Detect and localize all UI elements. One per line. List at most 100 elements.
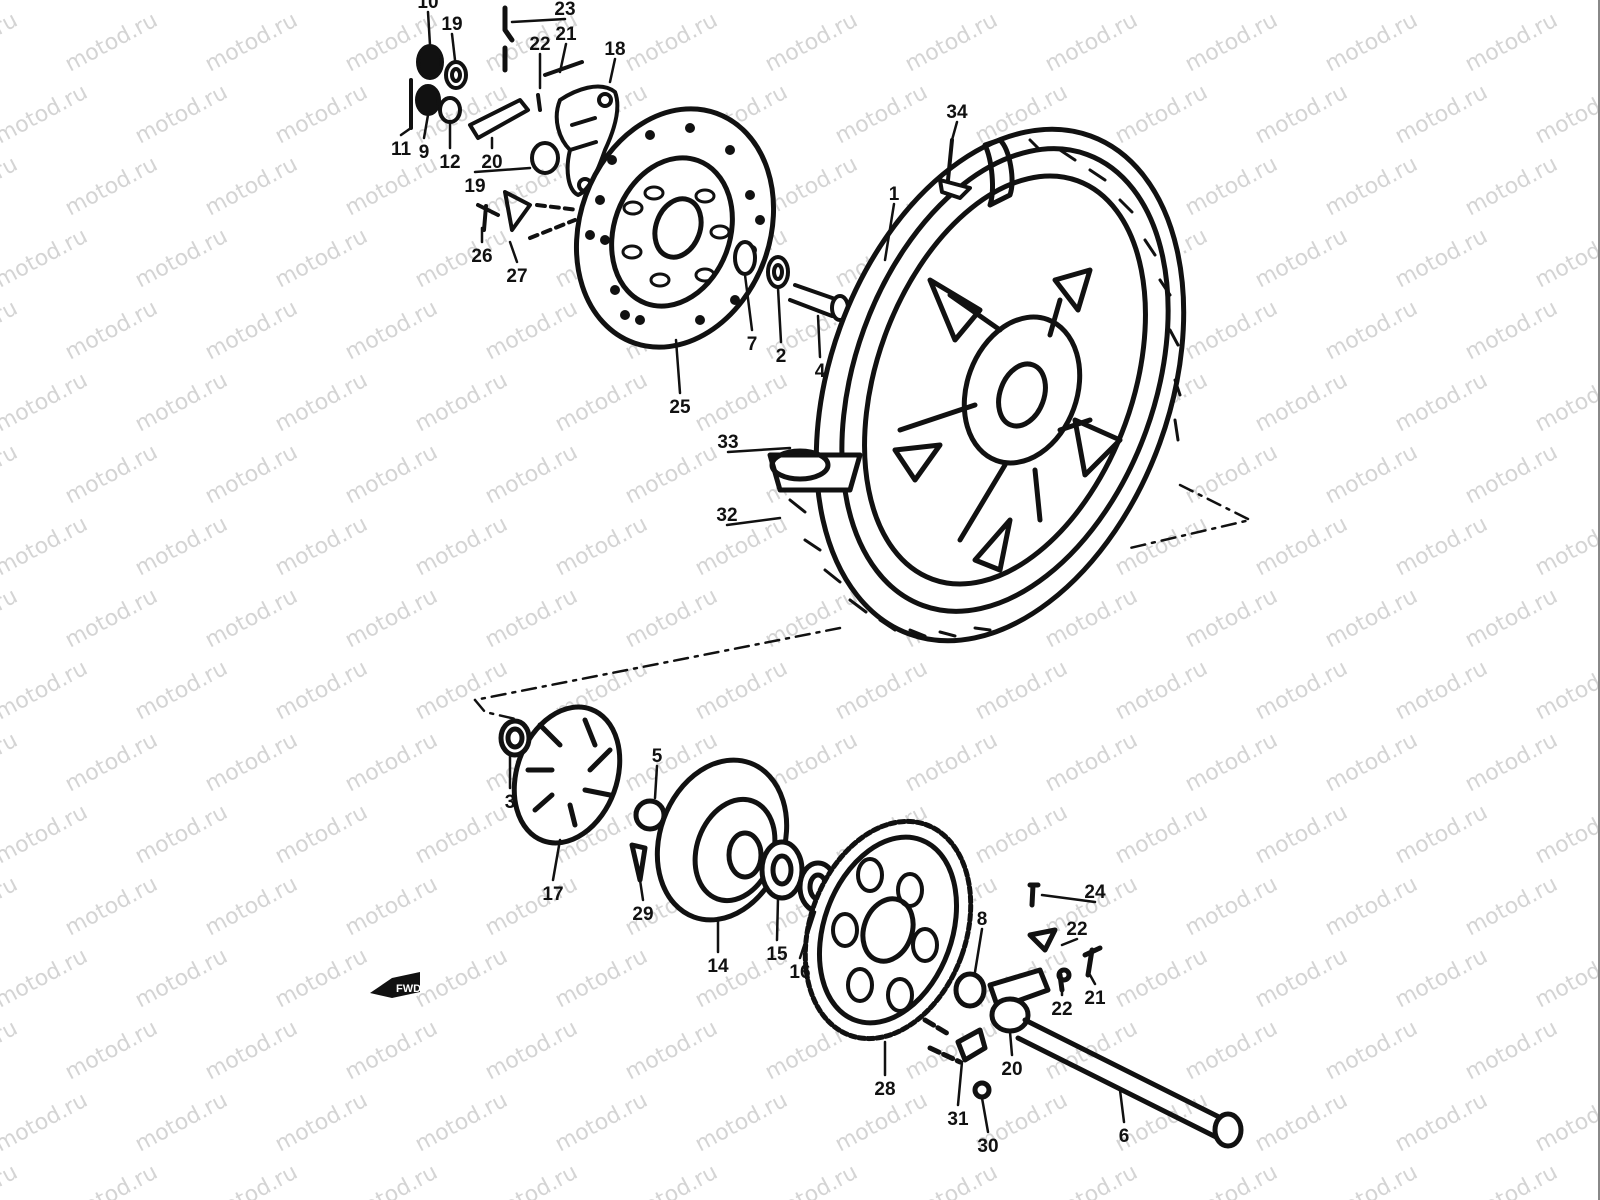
watermark-text: motod.ru bbox=[131, 512, 232, 581]
watermark-text: motod.ru bbox=[271, 944, 372, 1013]
watermark-text: motod.ru bbox=[1181, 296, 1282, 365]
callout-label-19: 19 bbox=[441, 14, 462, 35]
callout-label-3: 3 bbox=[505, 792, 516, 813]
watermark-text: motod.ru bbox=[761, 584, 862, 653]
watermark-text: motod.ru bbox=[551, 944, 652, 1013]
watermark-text: motod.ru bbox=[0, 224, 92, 293]
watermark-text: motod.ru bbox=[271, 224, 372, 293]
watermark-text: motod.ru bbox=[61, 152, 162, 221]
cush-drive-damper bbox=[498, 704, 623, 846]
watermark-text: motod.ru bbox=[411, 224, 512, 293]
callout-label-6: 6 bbox=[1119, 1126, 1130, 1147]
watermark-text: motod.ru bbox=[551, 512, 652, 581]
leader-line-10 bbox=[426, 10, 432, 47]
watermark-text: motod.ru bbox=[1531, 800, 1600, 869]
callout-label-5: 5 bbox=[652, 746, 663, 767]
watermark-text: motod.ru bbox=[1531, 80, 1600, 149]
watermark-text: motod.ru bbox=[761, 152, 862, 221]
watermark-text: motod.ru bbox=[201, 296, 302, 365]
page-right-border bbox=[1598, 0, 1600, 1200]
watermark-text: motod.ru bbox=[0, 0, 92, 5]
watermark-text: motod.ru bbox=[0, 296, 22, 365]
watermark-text: motod.ru bbox=[1531, 368, 1600, 437]
watermark-text: motod.ru bbox=[0, 944, 92, 1013]
watermark-text: motod.ru bbox=[131, 0, 232, 5]
watermark-text: motod.ru bbox=[0, 1160, 22, 1200]
axle-centerline bbox=[473, 483, 1252, 722]
callout-label-29: 29 bbox=[632, 904, 653, 925]
watermark-text: motod.ru bbox=[1251, 0, 1352, 5]
watermark-text: motod.ru bbox=[0, 152, 22, 221]
callout-label-21: 21 bbox=[1084, 988, 1106, 1009]
watermark-text: motod.ru bbox=[761, 8, 862, 77]
watermark-text: motod.ru bbox=[1251, 656, 1352, 725]
leader-line-15 bbox=[775, 896, 780, 942]
watermark-text: motod.ru bbox=[1111, 944, 1212, 1013]
watermark-text: motod.ru bbox=[1391, 224, 1492, 293]
callout-label-22: 22 bbox=[1066, 919, 1087, 940]
direction-label: FWD bbox=[396, 983, 421, 995]
callout-label-18: 18 bbox=[604, 39, 625, 60]
watermark-text: motod.ru bbox=[201, 728, 302, 797]
watermark-text: motod.ru bbox=[1251, 1088, 1352, 1157]
watermark-text: motod.ru bbox=[971, 656, 1072, 725]
watermark-text: motod.ru bbox=[61, 440, 162, 509]
watermark-text: motod.ru bbox=[1251, 368, 1352, 437]
leader-line-9 bbox=[422, 113, 430, 140]
leader-line-32 bbox=[725, 516, 782, 527]
brake-disc bbox=[573, 106, 777, 350]
watermark-text: motod.ru bbox=[131, 1088, 232, 1157]
leader-line-24 bbox=[1040, 893, 1097, 904]
watermark-text: motod.ru bbox=[481, 872, 582, 941]
callout-label-24: 24 bbox=[1084, 882, 1106, 903]
watermark-text: motod.ru bbox=[131, 224, 232, 293]
watermark-text: motod.ru bbox=[1181, 1160, 1282, 1200]
watermark-text: motod.ru bbox=[411, 656, 512, 725]
leader-line-1 bbox=[883, 202, 896, 262]
watermark-text: motod.ru bbox=[341, 584, 442, 653]
callout-label-34: 34 bbox=[946, 102, 968, 123]
watermark-text: motod.ru bbox=[1181, 728, 1282, 797]
callout-label-1: 1 bbox=[889, 184, 900, 205]
leader-line-11 bbox=[399, 126, 413, 137]
valve-stem bbox=[938, 138, 972, 200]
callout-label-12: 12 bbox=[439, 152, 460, 173]
watermark-text: motod.ru bbox=[1321, 296, 1422, 365]
leader-line-34 bbox=[950, 120, 959, 142]
watermark-text: motod.ru bbox=[201, 584, 302, 653]
leader-line-31 bbox=[956, 1060, 964, 1107]
watermark-text: motod.ru bbox=[61, 8, 162, 77]
watermark-text: motod.ru bbox=[341, 296, 442, 365]
leader-line-30 bbox=[980, 1096, 990, 1134]
watermark-text: motod.ru bbox=[1531, 512, 1600, 581]
leader-line-19 bbox=[450, 32, 457, 62]
watermark-text: motod.ru bbox=[691, 1088, 792, 1157]
direction-arrow-symbol: FWD bbox=[370, 972, 421, 998]
callout-label-14: 14 bbox=[707, 956, 729, 977]
callout-label-10: 10 bbox=[417, 0, 438, 13]
watermark-text: motod.ru bbox=[691, 368, 792, 437]
watermark-text: motod.ru bbox=[201, 8, 302, 77]
watermark-text: motod.ru bbox=[0, 368, 92, 437]
watermark-text: motod.ru bbox=[271, 0, 372, 5]
watermark-text: motod.ru bbox=[1111, 656, 1212, 725]
watermark-text: motod.ru bbox=[1391, 80, 1492, 149]
leader-line-20 bbox=[1008, 1030, 1014, 1057]
rear-wheel bbox=[788, 126, 1187, 644]
watermark-text: motod.ru bbox=[61, 296, 162, 365]
leader-line-27 bbox=[508, 240, 519, 264]
watermark-text: motod.ru bbox=[971, 0, 1072, 5]
watermark-text: motod.ru bbox=[61, 1016, 162, 1085]
watermark-text: motod.ru bbox=[901, 728, 1002, 797]
callout-label-28: 28 bbox=[874, 1079, 895, 1100]
leader-line-33 bbox=[726, 446, 792, 454]
watermark-text: motod.ru bbox=[761, 1160, 862, 1200]
leader-line-18 bbox=[608, 57, 617, 84]
watermark-text: motod.ru bbox=[481, 1160, 582, 1200]
watermark-text: motod.ru bbox=[1461, 872, 1562, 941]
watermark-text: motod.ru bbox=[1531, 656, 1600, 725]
callout-label-19: 19 bbox=[464, 176, 485, 197]
watermark-text: motod.ru bbox=[61, 1160, 162, 1200]
watermark-text: motod.ru bbox=[0, 800, 92, 869]
